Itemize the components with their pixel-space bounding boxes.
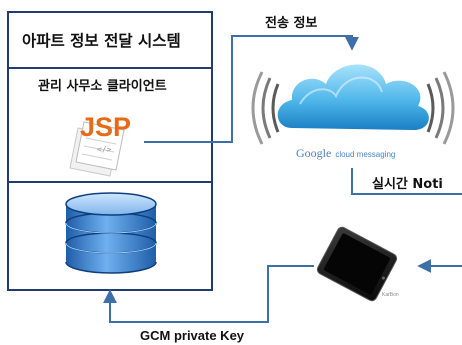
system-title: 아파트 정보 전달 시스템 (22, 32, 181, 50)
jsp-label: JSP (80, 112, 131, 142)
phone-icon (316, 226, 398, 302)
realtime-noti-label: 실시간 Noti (372, 177, 443, 192)
arrow-gcm-key (103, 265, 314, 323)
client-label: 관리 사무소 클라이언트 (38, 79, 167, 94)
cloud-messaging-wordmark: cloud messaging (335, 150, 396, 159)
jsp-document-icon: </> JSP (69, 112, 131, 177)
database-icon (65, 192, 157, 274)
arrow-realtime (351, 168, 462, 195)
transmit-label: 전송 정보 (265, 16, 318, 31)
phone-caption: KarBon (382, 292, 399, 298)
cloud-messaging-icon (251, 64, 455, 145)
cloud-brand-label: Google cloud messaging (296, 144, 395, 162)
google-wordmark: Google (296, 146, 332, 160)
svg-text:</>: </> (97, 145, 112, 154)
gcm-key-label: GCM private Key (140, 328, 245, 343)
arrow-transmit (144, 35, 359, 143)
